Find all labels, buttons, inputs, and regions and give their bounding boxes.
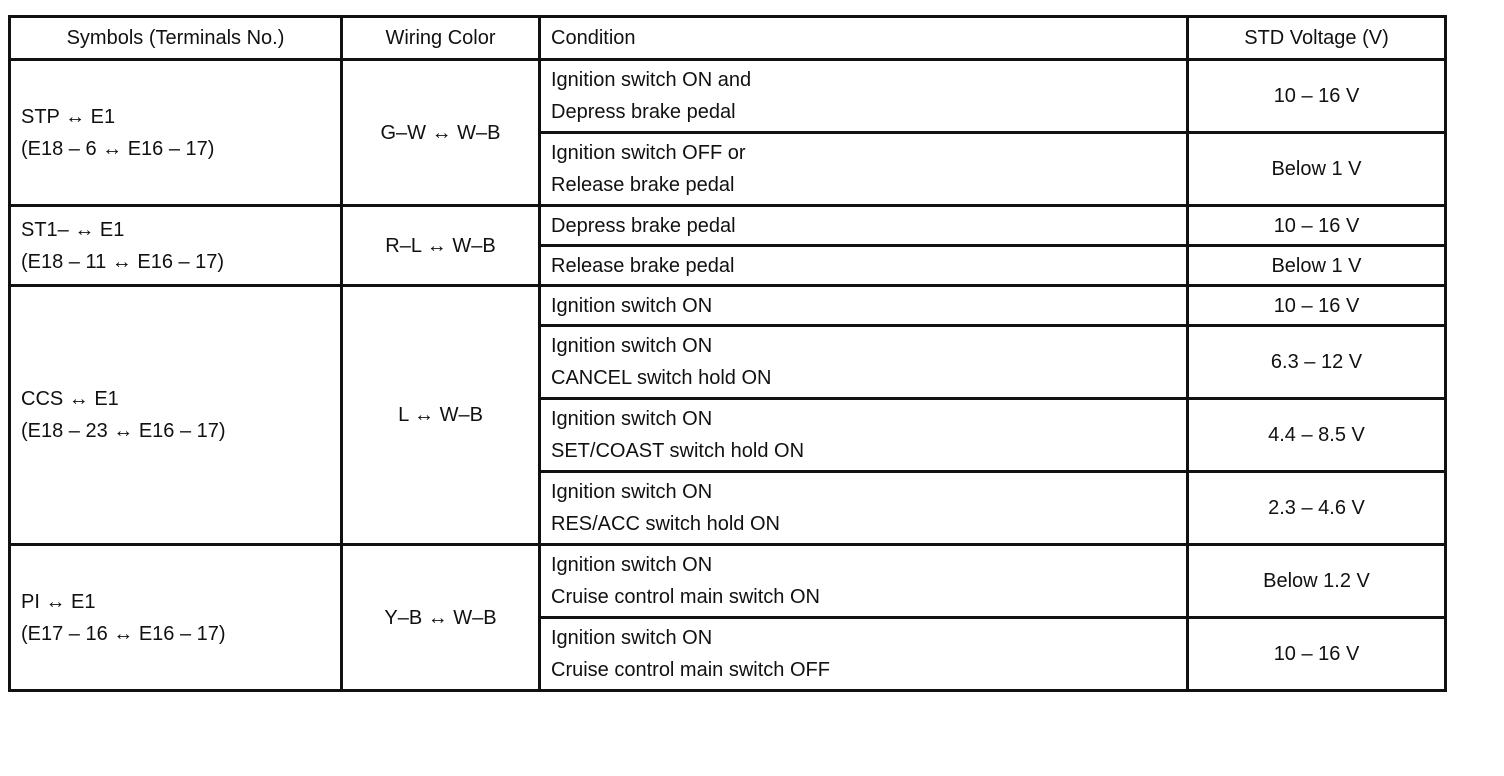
condition-line: Release brake pedal <box>551 174 735 196</box>
wiring-color-cell: Y–B ↔ W–B <box>340 543 541 692</box>
condition-line: Ignition switch ON <box>551 481 713 503</box>
voltage-cell: 10 – 16 V <box>1186 204 1447 247</box>
condition-cell: Release brake pedal <box>538 244 1189 287</box>
condition-line: Cruise control main switch ON <box>551 586 820 608</box>
condition-cell: Ignition switch ON CANCEL switch hold ON <box>538 324 1189 400</box>
symbol-terminal: PI ↔ E1 <box>21 590 96 613</box>
condition-cell: Depress brake pedal <box>538 204 1189 247</box>
symbol-cell-ccs: CCS ↔ E1 (E18 – 23 ↔ E16 – 17) <box>8 284 343 546</box>
condition-line: RES/ACC switch hold ON <box>551 513 780 535</box>
condition-line: Ignition switch ON and <box>551 69 752 91</box>
header-wiring-color: Wiring Color <box>340 15 541 61</box>
table-row: Ignition switch ON Cruise control main s… <box>10 616 1447 692</box>
condition-line: Ignition switch ON <box>551 294 713 317</box>
header-symbols: Symbols (Terminals No.) <box>8 15 343 61</box>
table-row: Ignition switch ON SET/COAST switch hold… <box>10 397 1447 473</box>
symbol-pins: (E18 – 11 ↔ E16 – 17) <box>21 250 225 273</box>
voltage-cell: 4.4 – 8.5 V <box>1186 397 1447 473</box>
symbol-terminal: ST1– ↔ E1 <box>21 218 125 241</box>
table-row: ST1– ↔ E1 (E18 – 11 ↔ E16 – 17) R–L ↔ W–… <box>8 204 1447 287</box>
voltage-cell: Below 1 V <box>1186 244 1447 287</box>
voltage-cell: Below 1.2 V <box>1186 543 1447 619</box>
condition-line: Depress brake pedal <box>551 101 736 123</box>
table-row: PI ↔ E1 (E17 – 16 ↔ E16 – 17) Y–B ↔ W–B … <box>8 543 1447 692</box>
condition-line: Ignition switch ON <box>551 627 713 649</box>
voltage-cell: 10 – 16 V <box>1186 616 1447 692</box>
symbol-terminal: STP ↔ E1 <box>21 105 116 128</box>
table-row: Ignition switch ON RES/ACC switch hold O… <box>10 470 1447 546</box>
condition-line: Release brake pedal <box>551 254 735 277</box>
symbol-pins: (E18 – 23 ↔ E16 – 17) <box>21 420 226 442</box>
condition-cell: Ignition switch ON Cruise control main s… <box>538 543 1189 619</box>
voltage-cell: 6.3 – 12 V <box>1186 324 1447 400</box>
voltage-cell: 10 – 16 V <box>1186 284 1447 327</box>
voltage-cell: 2.3 – 4.6 V <box>1186 470 1447 546</box>
condition-cell: Ignition switch OFF or Release brake ped… <box>538 131 1189 207</box>
table-row: Ignition switch OFF or Release brake ped… <box>10 131 1447 207</box>
voltage-spec-table: Symbols (Terminals No.) Wiring Color Con… <box>8 15 1447 692</box>
condition-cell: Ignition switch ON Cruise control main s… <box>538 616 1189 692</box>
condition-cell: Ignition switch ON and Depress brake ped… <box>538 58 1189 134</box>
condition-line: Depress brake pedal <box>551 214 736 237</box>
header-row: Symbols (Terminals No.) Wiring Color Con… <box>8 15 1447 61</box>
table-row: CCS ↔ E1 (E18 – 23 ↔ E16 – 17) L ↔ W–B I… <box>8 284 1447 546</box>
condition-cell: Ignition switch ON RES/ACC switch hold O… <box>538 470 1189 546</box>
symbol-cell-pi: PI ↔ E1 (E17 – 16 ↔ E16 – 17) <box>8 543 343 692</box>
header-std-voltage: STD Voltage (V) <box>1186 15 1447 61</box>
symbol-cell-st1: ST1– ↔ E1 (E18 – 11 ↔ E16 – 17) <box>8 204 343 287</box>
condition-cell: Ignition switch ON SET/COAST switch hold… <box>538 397 1189 473</box>
condition-line: Cruise control main switch OFF <box>551 659 830 681</box>
voltage-cell: Below 1 V <box>1186 131 1447 207</box>
voltage-cell: 10 – 16 V <box>1186 58 1447 134</box>
condition-line: SET/COAST switch hold ON <box>551 440 805 462</box>
wiring-color-cell: L ↔ W–B <box>340 284 541 546</box>
wiring-color-cell: R–L ↔ W–B <box>340 204 541 287</box>
wiring-color-cell: G–W ↔ W–B <box>340 58 541 207</box>
header-condition: Condition <box>538 15 1189 61</box>
condition-cell: Ignition switch ON <box>538 284 1189 327</box>
condition-line: Ignition switch ON <box>551 554 713 576</box>
symbol-pins: (E17 – 16 ↔ E16 – 17) <box>21 622 226 645</box>
table-row: Release brake pedal Below 1 V <box>10 244 1447 287</box>
condition-line: Ignition switch OFF or <box>551 142 746 164</box>
condition-line: Ignition switch ON <box>551 335 713 357</box>
symbol-pins: (E18 – 6 ↔ E16 – 17) <box>21 137 215 160</box>
symbol-cell-stp: STP ↔ E1 (E18 – 6 ↔ E16 – 17) <box>8 58 343 207</box>
condition-line: CANCEL switch hold ON <box>551 367 772 389</box>
symbol-terminal: CCS ↔ E1 <box>21 388 119 410</box>
table-row: Ignition switch ON CANCEL switch hold ON… <box>10 324 1447 400</box>
condition-line: Ignition switch ON <box>551 408 713 430</box>
table-row: STP ↔ E1 (E18 – 6 ↔ E16 – 17) G–W ↔ W–B … <box>8 58 1447 207</box>
